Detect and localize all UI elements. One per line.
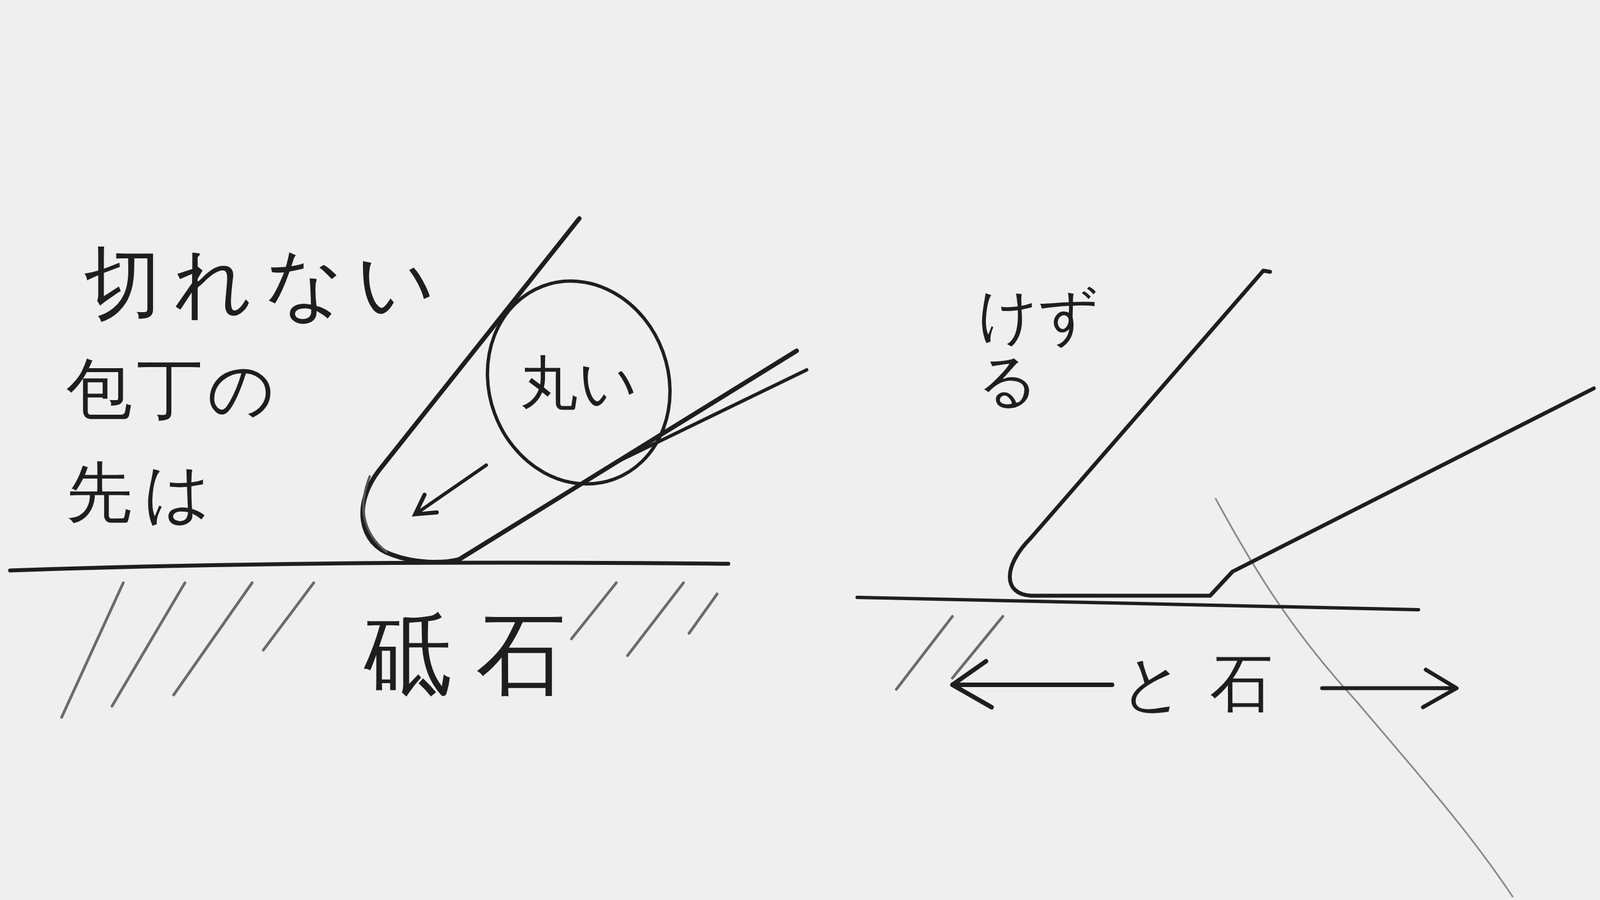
handwritten-label: けずる xyxy=(977,282,1107,414)
circled-note: 丸い xyxy=(484,275,673,490)
circled-text: 丸い xyxy=(519,350,638,415)
whetstone-hatching xyxy=(896,616,1003,690)
handwritten-label: 先は xyxy=(66,456,246,530)
knife-stroke xyxy=(621,369,807,460)
left-arrow xyxy=(952,661,1113,708)
whetstone-hatching xyxy=(61,582,718,718)
whetstone-surface xyxy=(10,562,729,571)
handwritten-label: と石 xyxy=(1120,648,1323,718)
whetstone-surface xyxy=(857,597,1419,610)
handwritten-label: 切れない xyxy=(84,240,488,327)
ellipse-shape xyxy=(484,275,673,490)
pointer-arrow xyxy=(417,464,487,513)
right-arrow xyxy=(1322,669,1457,708)
handwritten-label: 包丁の xyxy=(66,352,302,426)
knife-shading xyxy=(363,476,387,552)
handwritten-label: 砥石 xyxy=(364,605,634,704)
